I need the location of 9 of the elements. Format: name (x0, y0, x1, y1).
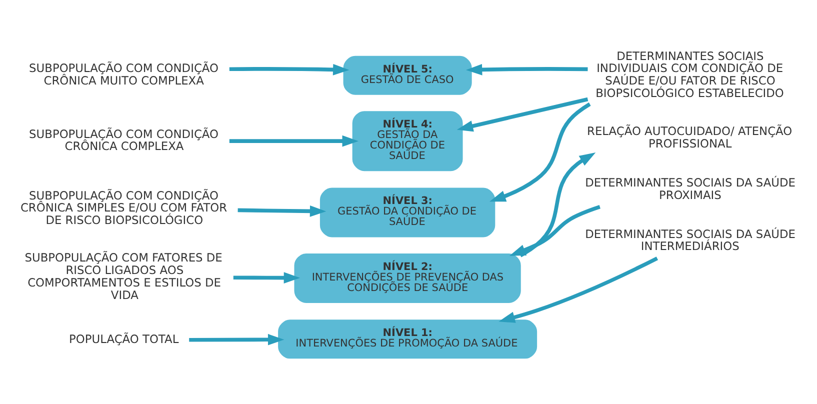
node-text: SUBPOPULAÇÃO COM CONDIÇÃO CRÔNICA COMPLEXA (29, 126, 218, 153)
node-text: SUBPOPULAÇÃO COM CONDIÇÃO CRÔNICA SIMPLES E/OU COM FATOR DE RISCO BIOPSICOLÓGICO (20, 188, 228, 227)
node-text: DETERMINANTES SOCIAIS INDIVIDUAIS COM CONDIÇÃO DE SAÚDE E/OU FATOR DE RISCO BIOPSICOLÓGICO ESTABELECIDO (596, 48, 784, 100)
node-text: SUBPOPULAÇÃO COM FATORES DE RISCO LIGADOS AOS COMPORTAMENTOS E ESTILOS DE VIDA (24, 250, 222, 302)
node-text: POPULAÇÃO TOTAL (69, 332, 179, 346)
node-text: DETERMINANTES SOCIAIS DA SAÚDE INTERMEDIÁRIOS (585, 226, 796, 253)
node-text: DETERMINANTES SOCIAIS DA SAÚDE PROXIMAIS (585, 174, 796, 202)
node-text: RELAÇÃO AUTOCUIDADO/ ATENÇÃO PROFISSIONAL (587, 123, 792, 150)
node-text: SUBPOPULAÇÃO COM CONDIÇÃO CRÔNICA MUITO COMPLEXA (29, 60, 218, 88)
